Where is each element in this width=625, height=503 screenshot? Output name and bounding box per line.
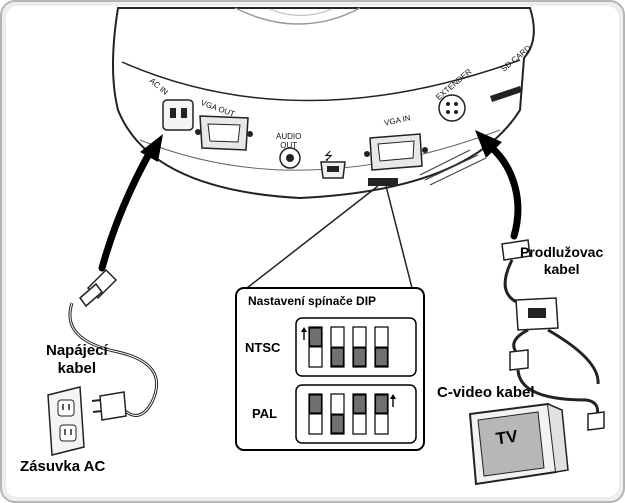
- pal-label: PAL: [252, 406, 278, 421]
- dip-callout-lines: [246, 185, 413, 289]
- ntsc-switch-1: [308, 326, 323, 368]
- power-cable-icon: [68, 268, 158, 421]
- ntsc-switch-group: [301, 326, 389, 368]
- audio-out-line1: AUDIO: [276, 132, 302, 141]
- pal-switch-3: [352, 393, 367, 435]
- ntsc-up-arrow-icon: [301, 327, 307, 340]
- vga-out-port-icon: [195, 115, 253, 151]
- cvideo-cable-icon: [509, 349, 605, 431]
- power-cable-label-line2: kabel: [57, 360, 97, 377]
- ntsc-switch-3: [352, 326, 367, 368]
- dip-switch-panel: [235, 287, 425, 451]
- pal-switch-1: [308, 393, 323, 435]
- pal-switch-4: [374, 393, 389, 435]
- device-body: [112, 7, 535, 200]
- dip-panel-title: Nastavení spínače DIP: [248, 294, 377, 308]
- audio-out-line2: OUT: [280, 141, 298, 150]
- power-cable-label-line1: Napájecí: [46, 342, 108, 359]
- ac-socket-icon: [47, 386, 85, 456]
- pal-switch-2: [330, 393, 345, 435]
- pal-switch-group: [308, 393, 396, 435]
- vga-in-port-icon: [364, 133, 428, 171]
- cvideo-cable-label: C-video kabel: [437, 384, 535, 401]
- usb-symbol-label: ⭍: [324, 151, 334, 163]
- ntsc-switch-4: [374, 326, 389, 368]
- sd-card-slot-icon: [490, 86, 522, 102]
- extender-arrow-icon: [475, 130, 522, 240]
- audio-out-port-label: AUDIO OUT: [276, 132, 301, 150]
- extender-port-icon: [438, 94, 466, 122]
- dip-switch-slot-icon: [368, 178, 398, 186]
- extension-cable-label: Prodlužovac kabel: [520, 244, 603, 278]
- ac-socket-label: Zásuvka AC: [20, 458, 106, 475]
- extension-cable-label-line2: kabel: [543, 261, 580, 277]
- ntsc-label: NTSC: [245, 340, 281, 355]
- tv-icon: [468, 402, 569, 486]
- power-cable-label: Napájecí kabel: [46, 342, 108, 378]
- audio-out-port-icon: [279, 147, 301, 169]
- ac-in-port-icon: [162, 99, 194, 131]
- tv-label: TV: [494, 426, 519, 449]
- power-arrow-icon: [98, 134, 163, 272]
- ntsc-switch-2: [330, 326, 345, 368]
- pal-up-arrow-icon: [390, 394, 396, 407]
- usb-port-icon: [320, 161, 346, 179]
- extension-cable-label-line1: Prodlužovac: [520, 244, 604, 260]
- extension-cable-icon: [501, 239, 600, 385]
- vent-ridges: [419, 149, 487, 186]
